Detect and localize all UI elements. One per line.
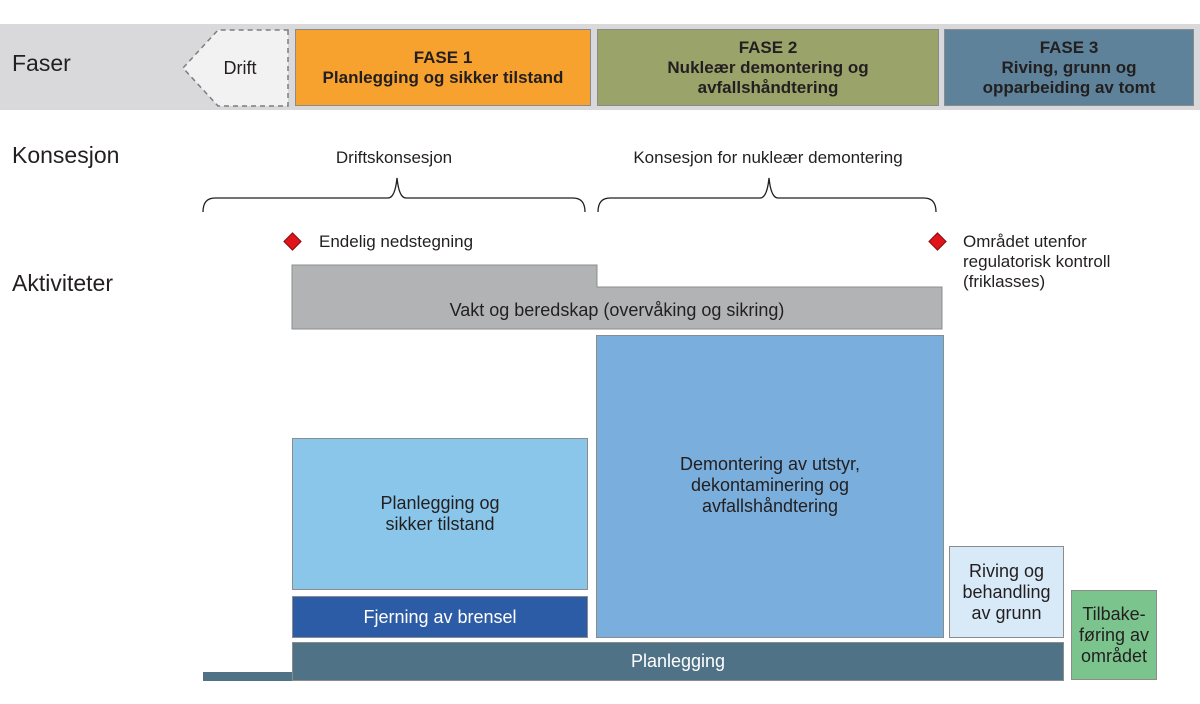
drift-phase-label: Drift — [223, 57, 257, 78]
activity-dismantling-label: Demontering av utstyr, dekontaminering o… — [679, 454, 861, 516]
phase-1-box: FASE 1 Planlegging og sikker tilstand — [295, 29, 591, 106]
phase-2-box: FASE 2 Nukleær demontering og avfallshån… — [597, 29, 939, 106]
activity-planning-label: Planlegging — [630, 651, 726, 671]
row-label-licenses: Konsesjon — [12, 142, 120, 168]
license-braces — [202, 177, 937, 213]
activity-fuel-removal-box: Fjerning av brensel — [292, 596, 588, 638]
planning-bar-lead — [203, 672, 293, 681]
activity-planning-box: Planlegging — [292, 642, 1064, 681]
activity-security-label: Vakt og beredskap (overvåking og sikring… — [449, 299, 785, 320]
phase-2-subtitle: Nukleær demontering og avfallshåndtering — [667, 57, 869, 97]
row-label-activities: Aktiviteter — [12, 270, 113, 296]
phase-3-title: FASE 3 — [1039, 37, 1099, 57]
license-decommissioning-label: Konsesjon for nukleær demontering — [633, 148, 903, 167]
activity-planning-safe-box: Planlegging og sikker tilstand — [292, 438, 588, 590]
license-operating-label: Driftskonsesjon — [335, 148, 453, 167]
phase-3-box: FASE 3 Riving, grunn og opparbeiding av … — [944, 29, 1194, 106]
activity-demolition-box: Riving og behandling av grunn — [949, 546, 1064, 638]
phase-3-subtitle: Riving, grunn og opparbeiding av tomt — [982, 57, 1156, 97]
activity-planning-safe-label: Planlegging og sikker tilstand — [380, 493, 500, 534]
milestone-clearance-icon — [928, 232, 947, 251]
drift-phase-arrow — [181, 29, 289, 107]
license-decommissioning-brace — [597, 177, 937, 213]
activity-restoration-box: Tilbake-føring av området — [1071, 590, 1157, 680]
activity-fuel-removal-label: Fjerning av brensel — [363, 606, 517, 627]
activity-dismantling-box: Demontering av utstyr, dekontaminering o… — [596, 335, 944, 638]
milestone-final-shutdown-label: Endelig nedstegning — [319, 232, 474, 251]
phase-2-title: FASE 2 — [738, 37, 798, 57]
security-bar-shape — [291, 264, 943, 330]
activity-restoration-label: Tilbake-føring av området — [1078, 603, 1150, 666]
milestone-final-shutdown-icon — [283, 232, 302, 251]
phase-1-subtitle: Planlegging og sikker tilstand — [322, 67, 564, 87]
milestone-clearance-label: Området utenfor regulatorisk kontroll (f… — [963, 232, 1111, 291]
license-operating-brace — [202, 177, 586, 213]
activity-demolition-label: Riving og behandling av grunn — [962, 560, 1051, 623]
phase-1-title: FASE 1 — [413, 47, 473, 67]
row-label-phases: Faser — [12, 50, 71, 76]
